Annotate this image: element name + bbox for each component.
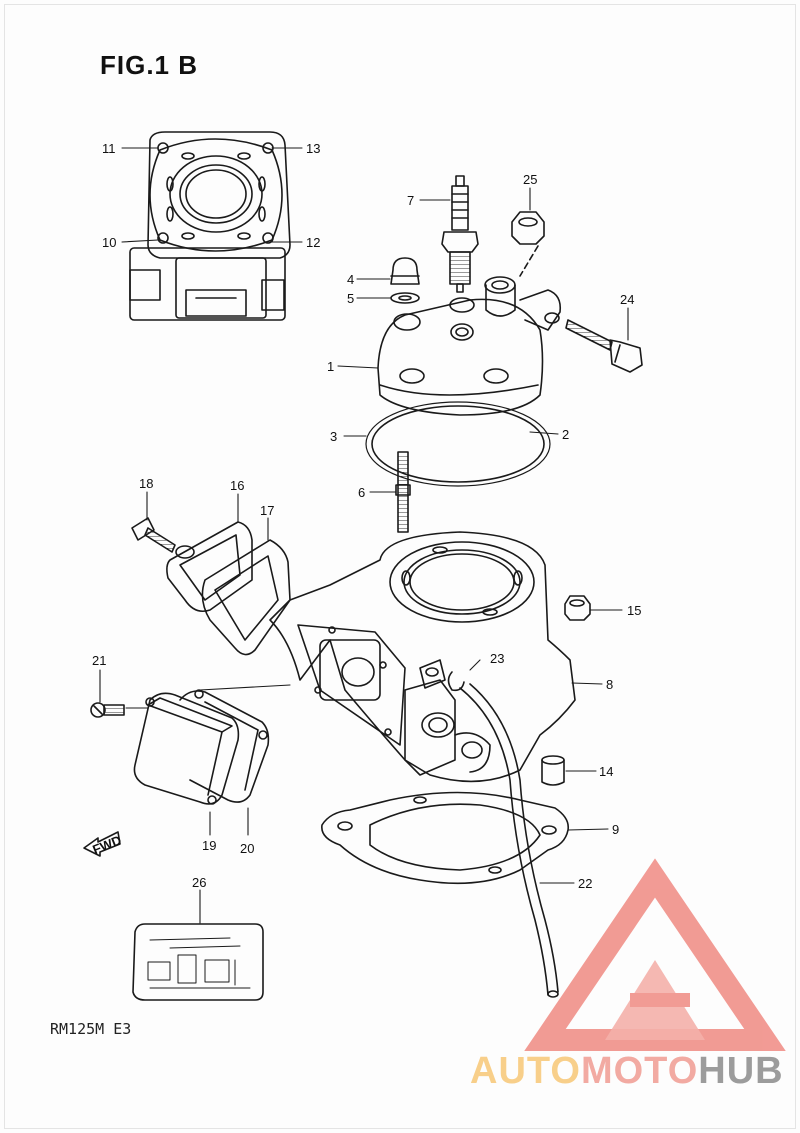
callout-25: 25	[523, 172, 537, 187]
exhaust-valve-cover	[166, 521, 253, 613]
leader-lines	[99, 147, 629, 924]
breather-hose	[459, 683, 559, 998]
spark-plug	[441, 175, 479, 293]
cylinder-base-gasket	[321, 791, 570, 885]
cap-nut-and-washer	[390, 257, 420, 304]
hose-clip	[447, 671, 465, 692]
head-o-rings	[365, 401, 551, 487]
fwd-label: FWD	[90, 832, 123, 857]
callout-numbers: 1 2 3 4 5 6 7 8 9 10 11 12 13 14 15 16 1…	[92, 141, 641, 891]
callout-20: 20	[240, 841, 254, 856]
figure-title: FIG.1 B	[100, 50, 199, 80]
watermark-logo-icon	[524, 858, 786, 1051]
callout-1: 1	[327, 359, 334, 374]
callout-3: 3	[330, 429, 337, 444]
callout-8: 8	[606, 677, 613, 692]
watermark-auto: AUTO	[470, 1050, 581, 1092]
callout-10: 10	[102, 235, 116, 250]
callout-26: 26	[192, 875, 206, 890]
watermark-wordmark: AUTOMOTOHUB	[470, 1050, 784, 1093]
callout-17: 17	[260, 503, 274, 518]
callout-7: 7	[407, 193, 414, 208]
exhaust-cover-19	[133, 692, 240, 805]
watermark-hub: HUB	[698, 1050, 784, 1092]
cylinder-nut-15	[564, 595, 591, 621]
callout-4: 4	[347, 272, 354, 287]
callout-24: 24	[620, 292, 634, 307]
callout-12: 12	[306, 235, 320, 250]
callout-6: 6	[358, 485, 365, 500]
cylinder-head-nut-25	[511, 211, 545, 277]
model-code: RM125M E3	[50, 1020, 132, 1038]
callout-9: 9	[612, 822, 619, 837]
bolt-24	[565, 319, 643, 373]
dowel-collar-14	[541, 755, 565, 786]
callout-15: 15	[627, 603, 641, 618]
stud-bolt	[395, 451, 411, 533]
callout-22: 22	[578, 876, 592, 891]
exhaust-gasket-20	[179, 689, 270, 803]
callout-18: 18	[139, 476, 153, 491]
callout-5: 5	[347, 291, 354, 306]
bolt-21	[90, 702, 125, 718]
cylinder-body	[269, 531, 576, 783]
caution-label-decal	[132, 923, 264, 1001]
forward-direction-arrow-icon	[83, 831, 121, 857]
cylinder-top-view	[129, 131, 291, 321]
callout-19: 19	[202, 838, 216, 853]
callout-13: 13	[306, 141, 320, 156]
callout-11: 11	[102, 141, 116, 156]
cylinder-head	[377, 276, 562, 416]
callout-23: 23	[490, 651, 504, 666]
callout-14: 14	[599, 764, 613, 779]
watermark-moto: MOTO	[580, 1050, 699, 1092]
bolt-18	[131, 517, 176, 553]
callout-16: 16	[230, 478, 244, 493]
exhaust-valve-gasket	[201, 539, 291, 656]
callout-21: 21	[92, 653, 106, 668]
callout-2: 2	[562, 427, 569, 442]
